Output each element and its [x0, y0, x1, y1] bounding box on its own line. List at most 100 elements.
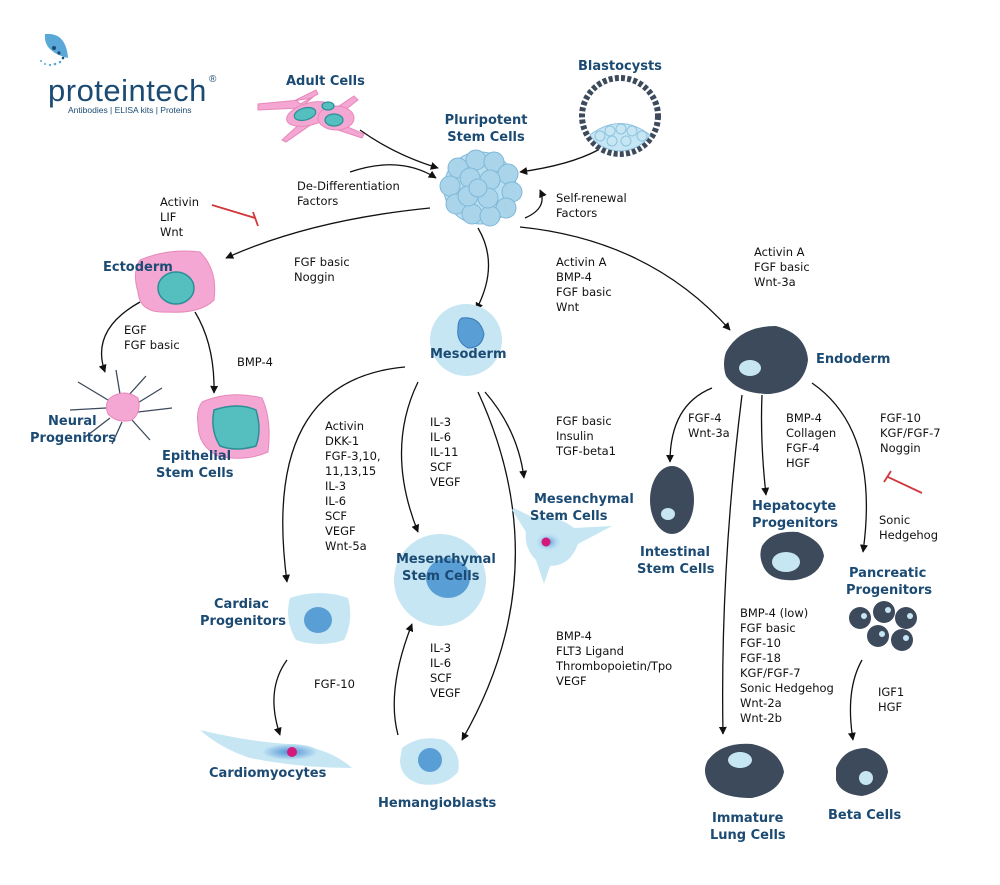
arrow-selfrenewal [524, 189, 547, 219]
factor-cardiac-factors-8: Wnt-5a [325, 539, 367, 553]
label-neural-1: Neural [48, 414, 97, 429]
factor-selfrenewal-0: Self-renewal [556, 191, 627, 205]
cardiomyocyte-icon [200, 730, 352, 768]
arrow-to-lung [718, 394, 743, 735]
label-hepatocyte-1: Hepatocyte [752, 499, 836, 514]
label-hemangioblasts: Hemangioblasts [378, 796, 496, 811]
factor-meso-induction-1: BMP-4 [556, 270, 592, 284]
factor-msc-right-factors-0: FGF basic [556, 414, 612, 428]
label-intestinal-2: Stem Cells [637, 562, 715, 577]
adult-cells-icon [257, 89, 365, 143]
factor-pancreatic-factors-2: Noggin [880, 441, 921, 455]
factor-msc-center-factors-0: IL-3 [430, 415, 451, 429]
label-pancreatic-1: Pancreatic [849, 566, 926, 581]
logo-mark-icon [44, 33, 68, 58]
mesoderm-cell-icon [430, 304, 502, 376]
factor-lung-factors-2: FGF-10 [740, 636, 781, 650]
factor-msc-center-factors-4: VEGF [430, 475, 461, 489]
factor-cardiac-factors-4: IL-3 [325, 479, 346, 493]
factor-heman-factors-0: BMP-4 [556, 629, 592, 643]
arrow-heman-to-msc [393, 623, 414, 736]
factor-fgf-noggin-0: FGF basic [294, 255, 350, 269]
label-pancreatic-2: Progenitors [846, 583, 932, 598]
factor-dediff-0: De-Differentiation [297, 179, 400, 193]
arrow-to-hemangioblasts [461, 391, 516, 741]
factor-heman-factors-2: Thrombopoietin/Tpo [555, 659, 672, 673]
logo-registered-mark: ® [209, 74, 217, 85]
label-neural-2: Progenitors [30, 431, 116, 446]
intestinal-stem-cell-icon [650, 466, 694, 534]
label-epithelial-1: Epithelial [162, 449, 231, 464]
factor-cardiac-factors-0: Activin [325, 419, 364, 433]
label-msc-center-2: Stem Cells [402, 569, 480, 584]
factor-cardiac-factors-3: 11,13,15 [325, 464, 376, 478]
msc-right-cell-icon [512, 508, 612, 584]
pancreatic-progenitors-icon [849, 601, 917, 651]
label-hepatocyte-2: Progenitors [752, 516, 838, 531]
arrow-to-cardiac [282, 366, 406, 583]
label-cardiomyocytes: Cardiomyocytes [209, 766, 327, 781]
ectoderm-cell-icon [134, 250, 216, 313]
factor-lung-factors-5: Sonic Hedgehog [740, 681, 834, 695]
arrow-to-ectoderm [225, 207, 431, 259]
factor-heman-factors-3: VEGF [556, 674, 587, 688]
factor-lung-factors-3: FGF-18 [740, 651, 781, 665]
cell-labels: Adult Cells Blastocysts Pluripotent Stem… [30, 59, 932, 843]
arrow-to-pancreatic [811, 382, 868, 553]
factor-heman-to-msc-0: IL-3 [430, 641, 451, 655]
label-ectoderm: Ectoderm [103, 260, 173, 275]
factor-epithelial-factors-0: BMP-4 [237, 355, 273, 369]
factor-heman-to-msc-1: IL-6 [430, 656, 451, 670]
factor-msc-center-factors-2: IL-11 [430, 445, 458, 459]
inhibit-line-pluripotency [211, 204, 256, 219]
factor-activin-lif-wnt-1: LIF [160, 210, 176, 224]
factor-msc-right-factors-1: Insulin [556, 429, 594, 443]
label-msc-right-1: Mesenchymal [534, 492, 634, 507]
factor-hepatocyte-factors-2: FGF-4 [786, 441, 820, 455]
factor-endo-induction-2: Wnt-3a [754, 275, 796, 289]
arrow-to-endoderm [519, 226, 731, 331]
factor-msc-right-factors-2: TGF-beta1 [555, 444, 616, 458]
neural-progenitor-icon [69, 369, 173, 445]
factor-intestinal-factors-1: Wnt-3a [688, 426, 730, 440]
factor-endo-induction-0: Activin A [754, 245, 805, 259]
factor-pancreatic-factors-1: KGF/FGF-7 [880, 426, 941, 440]
label-lung-2: Lung Cells [710, 828, 786, 843]
label-blastocysts: Blastocysts [578, 59, 662, 74]
factor-activin-lif-wnt-0: Activin [160, 195, 199, 209]
epithelial-stem-cell-icon [197, 394, 270, 459]
label-pluripotent-1: Pluripotent [445, 113, 528, 128]
arrow-to-mesoderm [475, 227, 490, 311]
label-beta-cells: Beta Cells [828, 808, 902, 823]
arrow-dediff [349, 164, 437, 179]
factor-msc-center-factors-1: IL-6 [430, 430, 451, 444]
arrow-to-msc-center [400, 381, 420, 533]
factor-meso-induction-0: Activin A [556, 255, 607, 269]
logo-tagline: Antibodies | ELISA kits | Proteins [68, 105, 191, 115]
factor-lung-factors-4: KGF/FGF-7 [740, 666, 801, 680]
factor-selfrenewal-1: Factors [556, 206, 597, 220]
inhibit-line-sonic [887, 476, 923, 494]
factor-neural-factors-0: EGF [124, 323, 147, 337]
label-intestinal-1: Intestinal [640, 545, 710, 560]
arrow-blastocyst-to-pluripotent [519, 149, 599, 175]
factor-pancreatic-factors-0: FGF-10 [880, 411, 921, 425]
factor-lung-factors-1: FGF basic [740, 621, 796, 635]
factor-sonic-0: Sonic [879, 513, 910, 527]
arrow-to-beta [847, 659, 863, 741]
label-epithelial-2: Stem Cells [156, 466, 234, 481]
factor-hepatocyte-factors-0: BMP-4 [786, 411, 822, 425]
label-lung-1: Immature [712, 811, 784, 826]
factor-sonic-1: Hedgehog [879, 528, 938, 542]
factor-fgf-noggin-1: Noggin [294, 270, 335, 284]
factor-heman-to-msc-2: SCF [430, 671, 452, 685]
pluripotent-stem-cells-icon [439, 149, 523, 227]
factor-dediff-1: Factors [297, 194, 338, 208]
label-msc-right-2: Stem Cells [530, 509, 608, 524]
logo-wordmark: proteintech [48, 73, 207, 108]
arrow-to-msc-right [484, 391, 528, 479]
label-adult-cells: Adult Cells [286, 74, 365, 89]
arrows [98, 129, 923, 741]
